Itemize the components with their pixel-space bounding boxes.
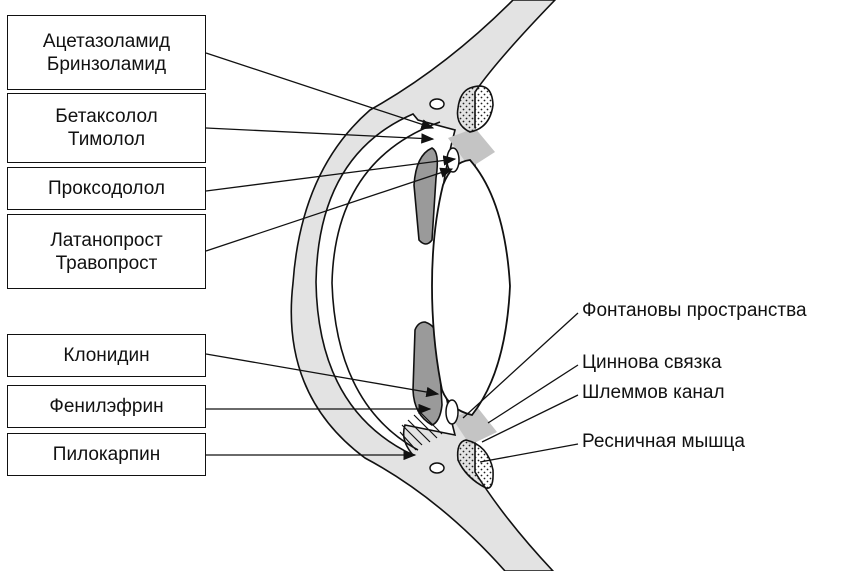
leader-zinn — [488, 365, 578, 423]
drug-name: Проксодолол — [48, 177, 165, 200]
drug-name: Бринзоламид — [47, 53, 166, 76]
label-zinn-ligament: Циннова связка — [582, 352, 722, 374]
drug-box-latanoprost: Латанопрост Травопрост — [7, 214, 206, 289]
leader-schlemm — [482, 395, 578, 442]
drug-name: Клонидин — [63, 344, 149, 367]
drug-name: Ацетазоламид — [43, 30, 170, 53]
drug-name: Латанопрост — [50, 229, 162, 252]
drug-name: Травопрост — [56, 252, 158, 275]
drug-name: Бетаксолол — [55, 105, 157, 128]
schlemm-canal-lower — [430, 463, 444, 473]
drug-name: Пилокарпин — [53, 443, 160, 466]
drug-box-betaxolol: Бетаксолол Тимолол — [7, 93, 206, 163]
label-ciliary-muscle: Ресничная мышца — [582, 431, 745, 453]
drug-box-pilocarpine: Пилокарпин — [7, 433, 206, 476]
drug-name: Фенилэфрин — [49, 395, 163, 418]
label-fontana-spaces: Фонтановы пространства — [582, 300, 807, 322]
drug-box-acetazolamide: Ацетазоламид Бринзоламид — [7, 15, 206, 90]
drug-box-phenylephrine: Фенилэфрин — [7, 385, 206, 428]
arrow-acetazolamide — [206, 53, 433, 128]
ciliary-muscle-upper — [458, 86, 494, 132]
schlemm-canal-upper — [430, 99, 444, 109]
drug-name: Тимолол — [68, 128, 145, 151]
drug-box-proxodolol: Проксодолол — [7, 167, 206, 210]
label-schlemm-canal: Шлеммов канал — [582, 382, 725, 404]
drug-box-clonidine: Клонидин — [7, 334, 206, 377]
leader-ciliary — [480, 444, 578, 462]
lens — [432, 160, 510, 415]
ciliary-process-lower — [446, 400, 458, 424]
